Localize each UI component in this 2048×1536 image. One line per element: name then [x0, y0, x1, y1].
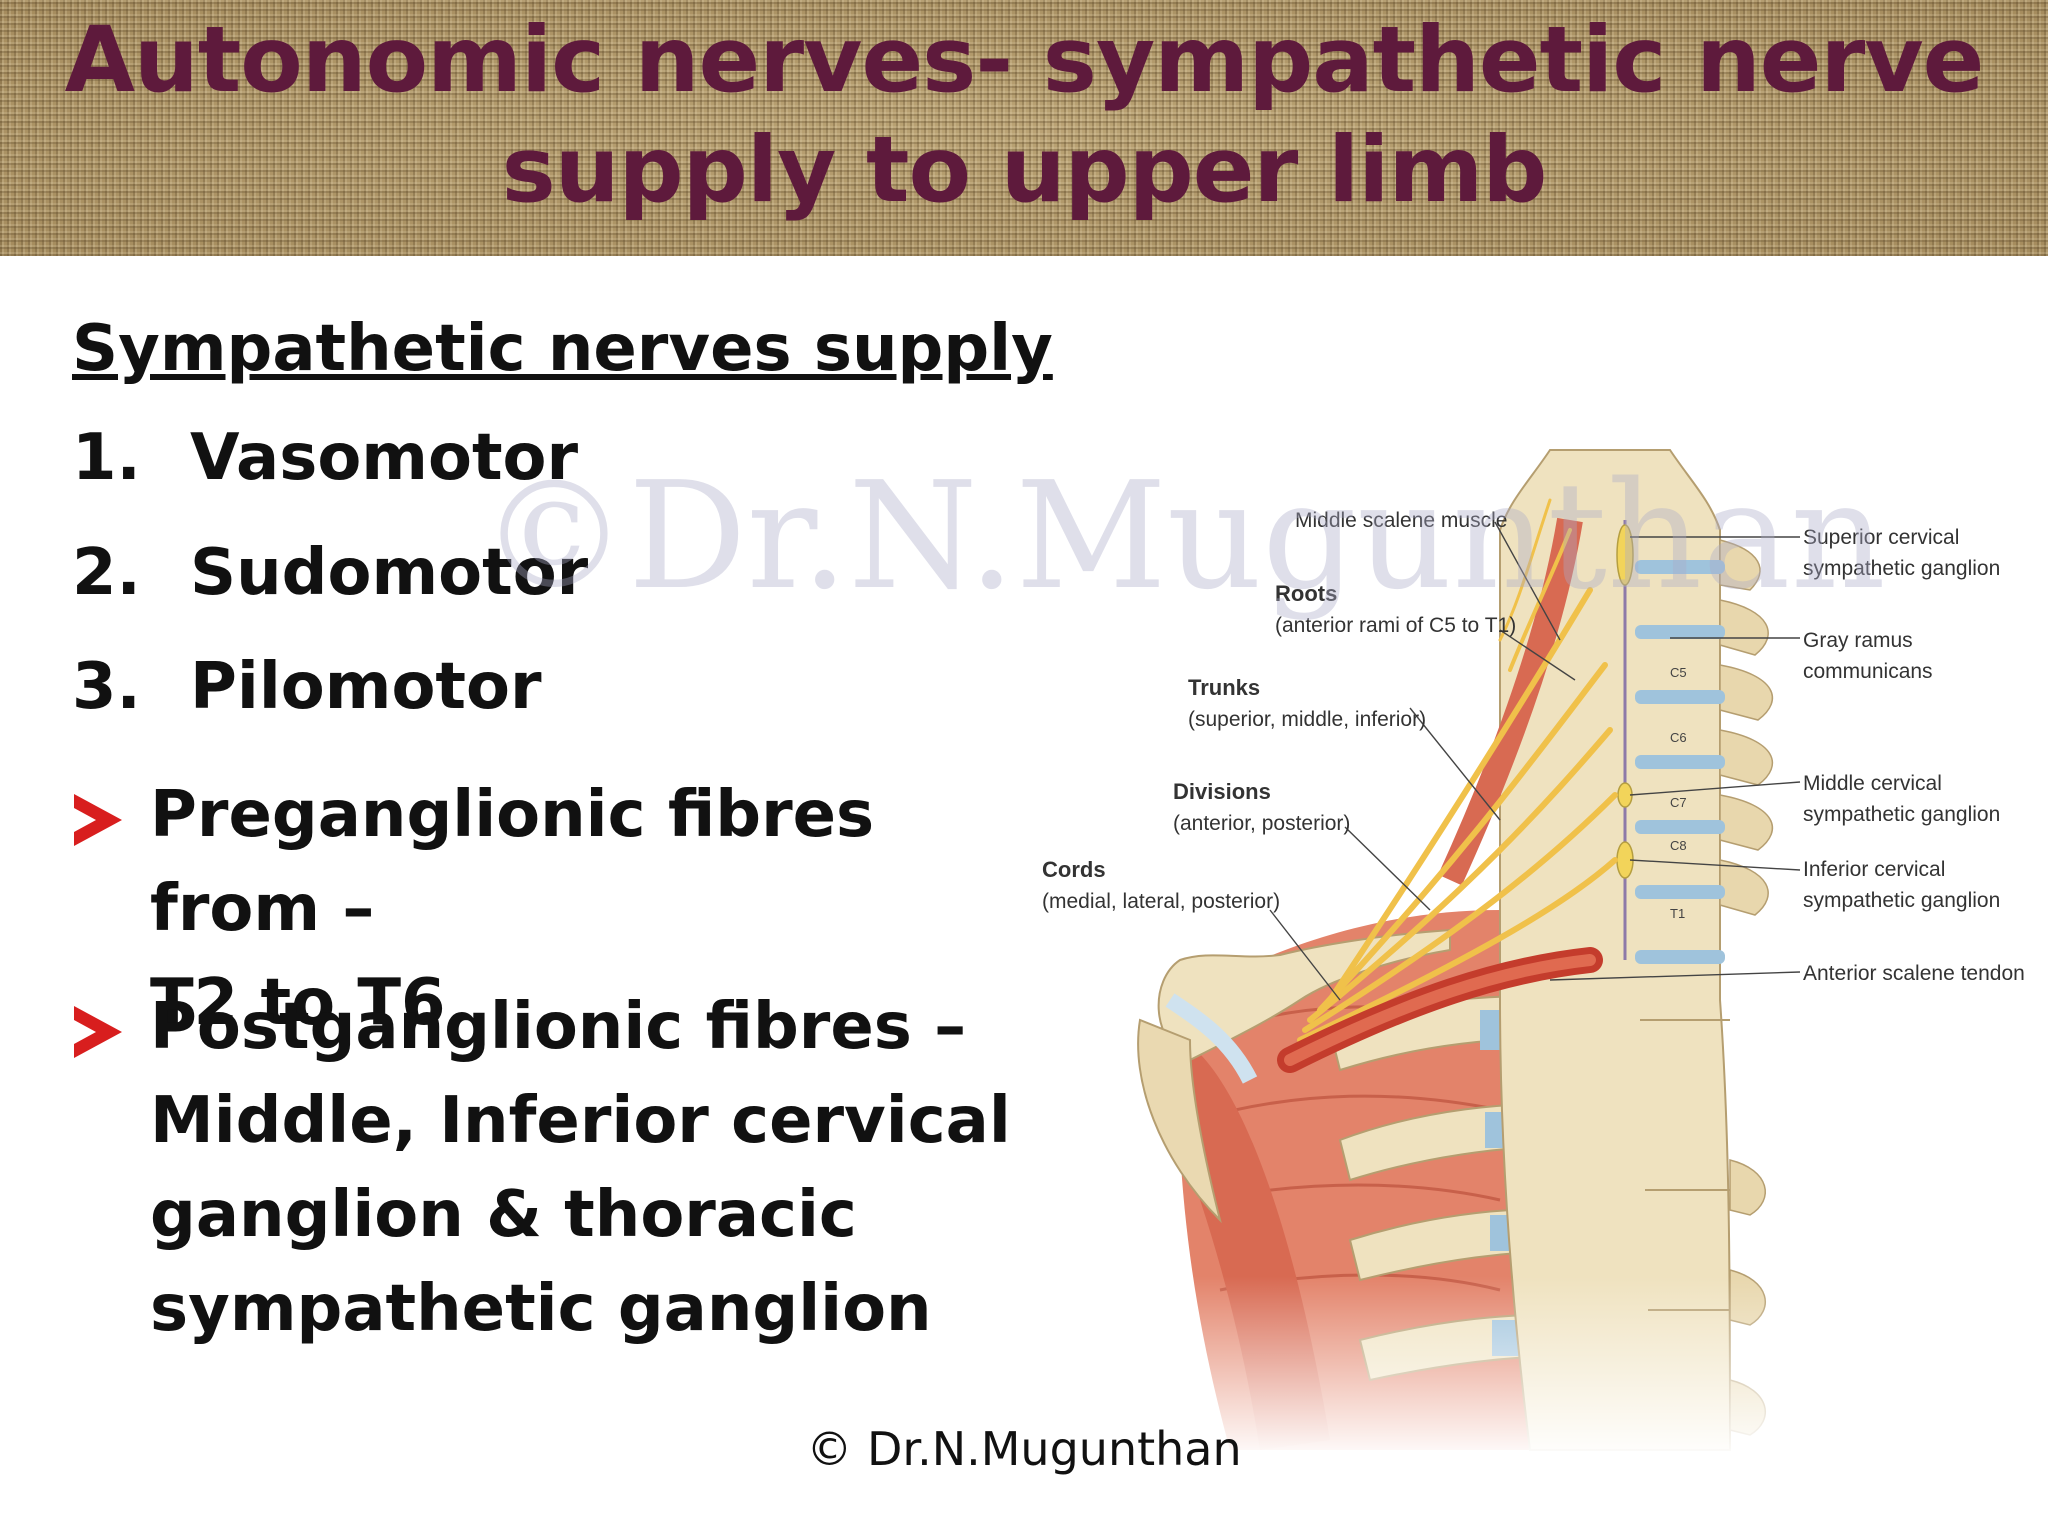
label-gray-ramus: Gray ramus [1803, 629, 1913, 652]
title-line-1: Autonomic nerves- sympathetic nerve [64, 8, 1985, 113]
list-text: Pilomotor [190, 650, 542, 724]
label-superior-cervical-2: sympathetic ganglion [1803, 557, 2000, 580]
bullet-line: Postganglionic fibres – [150, 990, 967, 1064]
label-inferior-cervical: Inferior cervical [1803, 858, 1945, 881]
slide-title: Autonomic nerves- sympathetic nerve supp… [0, 6, 2048, 226]
label-divisions: Divisions [1173, 779, 1271, 804]
leader-lines [1269, 521, 1801, 1001]
label-cords-sub: (medial, lateral, posterior) [1042, 890, 1280, 913]
list-item: 3. Pilomotor [72, 650, 542, 724]
label-superior-cervical: Superior cervical [1803, 526, 1959, 549]
arrow-bullet-icon [74, 794, 122, 846]
label-roots: Roots [1275, 581, 1337, 606]
brachial-plexus-illustration: C5 C6 C7 C8 T1 [1030, 440, 2040, 1460]
arrow-bullet-icon [74, 1006, 122, 1058]
bullet-line: sympathetic ganglion [150, 1272, 932, 1346]
label-middle-cervical: Middle cervical [1803, 772, 1942, 795]
list-text: Sudomotor [190, 536, 589, 610]
list-number: 2. [72, 536, 141, 610]
title-banner: Autonomic nerves- sympathetic nerve supp… [0, 0, 2048, 256]
bullet-item-preganglionic: Preganglionic fibres from – T2 to T6 [72, 768, 1052, 1050]
label-middle-cervical-2: sympathetic ganglion [1803, 803, 2000, 826]
bullet-item-postganglionic: Postganglionic fibres – Middle, Inferior… [72, 980, 1052, 1356]
list-number: 1. [72, 421, 141, 495]
bullet-line: Preganglionic fibres from – [150, 778, 875, 946]
slide-body: Sympathetic nerves supply 1. Vasomotor 2.… [0, 256, 2048, 1536]
label-divisions-sub: (anterior, posterior) [1173, 812, 1350, 835]
label-inferior-cervical-2: sympathetic ganglion [1803, 889, 2000, 912]
figure-left-labels: Middle scalene muscle Roots (anterior ra… [1042, 509, 1516, 913]
label-gray-ramus-2: communicans [1803, 660, 1933, 683]
bullet-line: Middle, Inferior cervical [150, 1084, 1011, 1158]
section-heading: Sympathetic nerves supply [72, 312, 1053, 386]
label-anterior-scalene: Anterior scalene tendon [1803, 962, 2025, 985]
label-middle-scalene: Middle scalene muscle [1295, 509, 1507, 532]
list-text: Vasomotor [190, 421, 579, 495]
list-number: 3. [72, 650, 141, 724]
copyright-footer: © Dr.N.Mugunthan [806, 1422, 1242, 1476]
bullet-line: ganglion & thoracic [150, 1178, 857, 1252]
list-item: 1. Vasomotor [72, 421, 578, 495]
list-item: 2. Sudomotor [72, 536, 588, 610]
label-cords: Cords [1042, 857, 1106, 882]
label-trunks-sub: (superior, middle, inferior) [1188, 708, 1426, 731]
figure-right-labels: Superior cervical sympathetic ganglion G… [1803, 526, 2025, 985]
label-roots-sub: (anterior rami of C5 to T1) [1275, 614, 1516, 637]
bullet-line: T2 to T6 [150, 966, 446, 1040]
title-line-2: supply to upper limb [501, 118, 1548, 223]
label-trunks: Trunks [1188, 675, 1260, 700]
